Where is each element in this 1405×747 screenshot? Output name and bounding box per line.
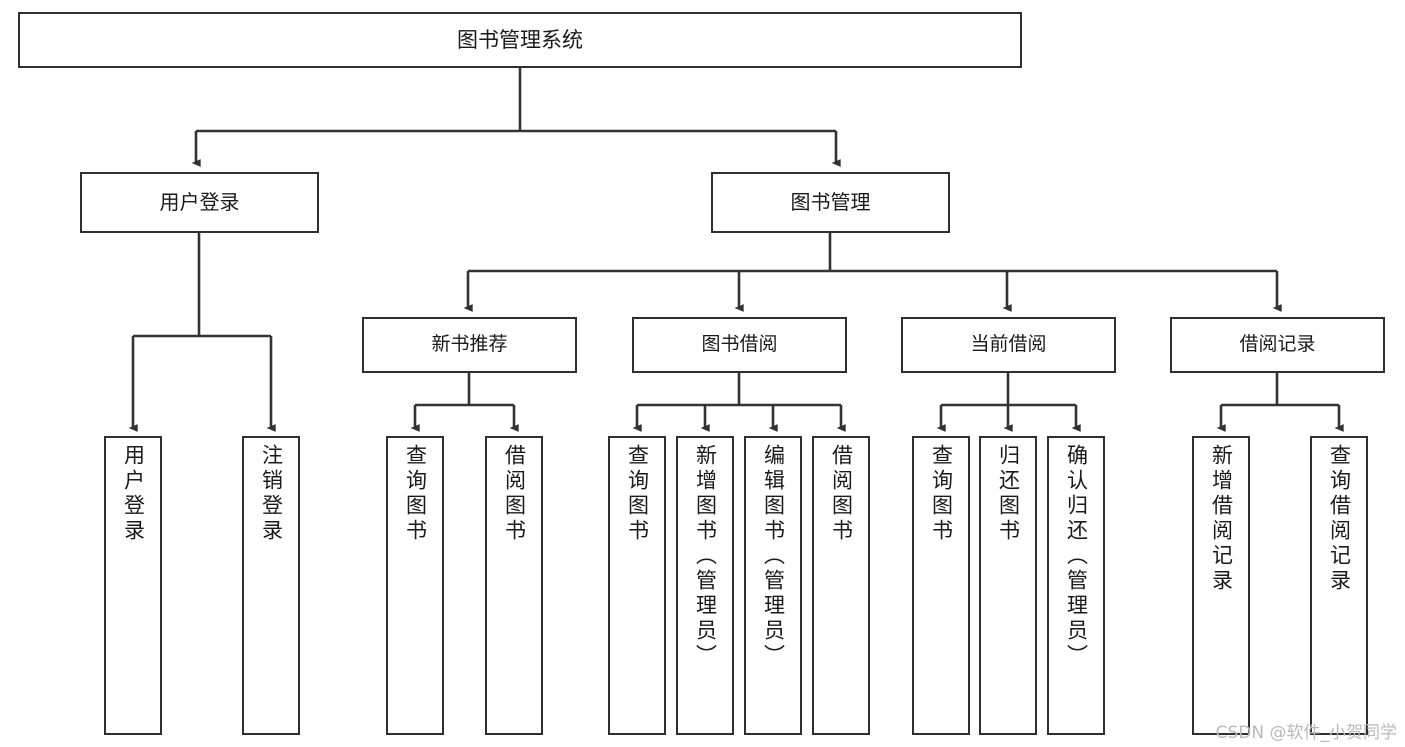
node-label: 当前借阅 [970,333,1047,356]
node-label: 查询图书 [929,444,954,544]
node-leaf-borrow-book-1[interactable]: 借阅图书 [485,436,543,735]
node-borrow-record[interactable]: 借阅记录 [1170,317,1385,373]
node-label: 新增图书（管理员） [693,444,718,669]
node-new-book-recommend[interactable]: 新书推荐 [362,317,577,373]
node-leaf-query-record[interactable]: 查询借阅记录 [1310,436,1368,735]
node-label: 用户登录 [159,190,240,214]
node-label: 图书借阅 [701,333,778,356]
node-book-management[interactable]: 图书管理 [711,172,950,233]
node-label: 图书管理系统 [457,27,583,52]
node-label: 新书推荐 [431,333,508,356]
node-leaf-query-book-1[interactable]: 查询图书 [386,436,444,735]
node-label: 编辑图书（管理员） [761,444,786,669]
node-label: 借阅图书 [829,444,854,544]
node-leaf-borrow-book-2[interactable]: 借阅图书 [812,436,870,735]
node-label: 注销登录 [259,444,284,544]
node-leaf-logout[interactable]: 注销登录 [242,436,300,735]
node-leaf-query-book-3[interactable]: 查询图书 [912,436,970,735]
node-leaf-add-book[interactable]: 新增图书（管理员） [676,436,734,735]
node-user-login[interactable]: 用户登录 [80,172,319,233]
node-leaf-user-login[interactable]: 用户登录 [104,436,162,735]
node-label: 查询借阅记录 [1327,444,1352,594]
node-leaf-return-book[interactable]: 归还图书 [979,436,1037,735]
node-label: 图书管理 [790,190,871,214]
node-label: 查询图书 [625,444,650,544]
node-leaf-query-book-2[interactable]: 查询图书 [608,436,666,735]
node-leaf-confirm-return[interactable]: 确认归还（管理员） [1047,436,1105,735]
node-root-system[interactable]: 图书管理系统 [18,12,1022,68]
node-label: 归还图书 [996,444,1021,544]
node-label: 查询图书 [403,444,428,544]
node-label: 新增借阅记录 [1209,444,1234,594]
node-label: 借阅图书 [502,444,527,544]
node-label: 借阅记录 [1239,333,1316,356]
node-label: 确认归还（管理员） [1064,444,1089,669]
node-leaf-edit-book[interactable]: 编辑图书（管理员） [744,436,802,735]
node-leaf-add-record[interactable]: 新增借阅记录 [1192,436,1250,735]
node-label: 用户登录 [121,444,146,544]
node-book-borrow[interactable]: 图书借阅 [632,317,847,373]
node-current-borrow[interactable]: 当前借阅 [901,317,1116,373]
csdn-watermark: CSDN @软件_小贺同学 [1215,723,1397,743]
